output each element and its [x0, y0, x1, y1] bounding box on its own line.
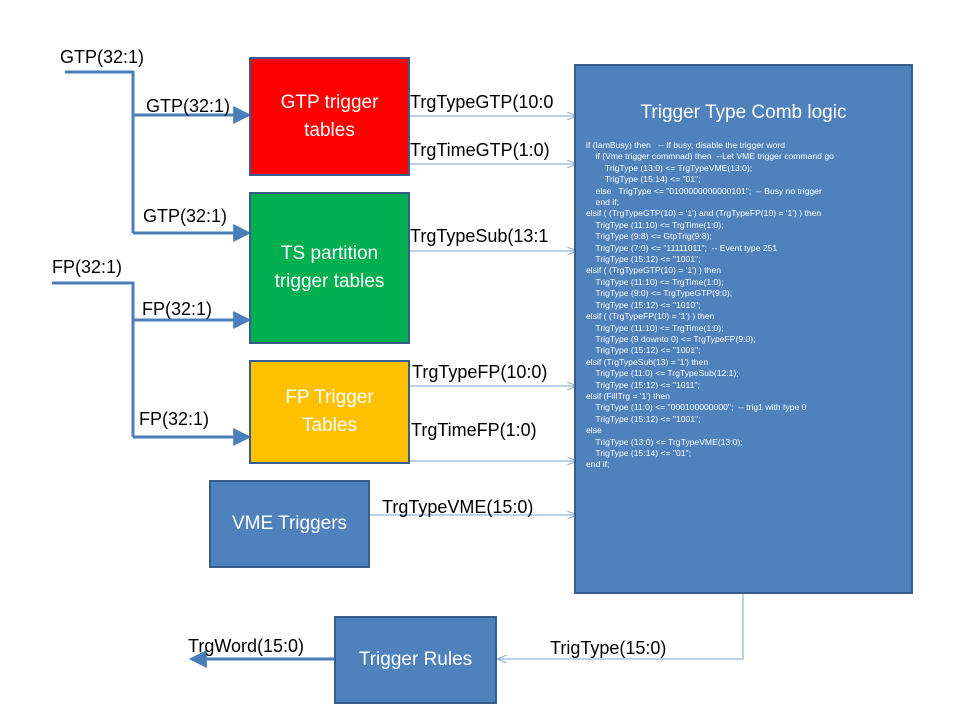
gtp-trigger-tables-block: GTP trigger tables — [249, 57, 410, 176]
code-line: elsif (TrgTypeSub(13) = '1') then — [586, 356, 709, 367]
code-line: end if; — [586, 197, 619, 208]
trg-time-fp-label: TrgTimeFP(1:0) — [411, 420, 537, 440]
code-line: else TrigType <= "0100000000000101"; -- … — [586, 185, 822, 196]
comb-logic-inputs — [370, 116, 576, 515]
comb-logic-title: Trigger Type Comb logic — [640, 102, 847, 123]
code-line: TrigType (15:14) <= "01"; — [586, 174, 701, 185]
gtp-input-label-2: GTP(32:1) — [143, 206, 228, 226]
gtp-input-bus — [65, 70, 252, 242]
gtp-input-label-top: GTP(32:1) — [60, 47, 145, 67]
code-line: TrigType (13:0) <= TrgTypeVME(13:0); — [586, 436, 743, 447]
code-line: if (Vme trigger commnad) then --Let VME … — [586, 151, 834, 162]
code-line: TrigType (9:8) <= GtpTrig(9:8); — [586, 231, 712, 242]
trg-word-output-label: TrgWord(15:0) — [188, 636, 305, 656]
code-line: TrigType (7:0) <= "11111011"; -- Event t… — [586, 242, 778, 253]
code-line: if (IamBusy) then -- If busy, disable th… — [586, 140, 786, 150]
trigger-type-comb-logic-block: Trigger Type Comb logic if (IamBusy) the… — [574, 64, 913, 594]
code-line: elsif ( (TrgTypeGTP(10) = '1') ) then — [586, 265, 722, 276]
code-line: TrigType (11:10) <= TrgTime(1:0); — [586, 322, 724, 333]
code-line: TrigType (9 downto 0) <= TrgTypeFP(9:0); — [586, 333, 756, 344]
code-line: elsif (FillTrg = '1') then — [586, 390, 670, 401]
vme-triggers-block: VME Triggers — [209, 480, 370, 568]
code-line: TrigType (9:0) <= TrgTypeGTP(9:0); — [586, 288, 733, 299]
code-line: TrigType (13:0) <= TrgTypeVME(13:0); — [586, 162, 753, 173]
fp-input-bus — [52, 281, 252, 446]
code-line: TrigType (11:0) <= TrgTypeSub(12:1); — [586, 368, 739, 379]
fp-input-label-top: FP(32:1) — [52, 257, 123, 277]
code-line: TrigType (15:12) <= "1010"; — [586, 299, 701, 310]
fp-trigger-tables-block: FP Trigger Tables — [249, 360, 410, 464]
code-line: TrigType (15:12) <= "1011"; — [586, 379, 700, 390]
code-line: elsif ( (TrgTypeFP(10) = '1') ) then — [586, 311, 715, 322]
code-line: TrigType (11:10) <= TrgTime(1:0); — [586, 276, 724, 287]
trig-type-output-label: TrigType(15:0) — [550, 638, 667, 658]
code-line: else — [586, 425, 602, 436]
code-line: elsif ( (TrgTypeGTP(10) = '1') and (TrgT… — [586, 208, 822, 219]
code-line: end if; — [586, 459, 610, 470]
comb-logic-code: if (IamBusy) then -- If busy, disable th… — [586, 140, 911, 471]
code-line: TrigType (15:12) <= "1001"; — [586, 413, 701, 424]
code-line: TrigType (15:12) <= "1001"; — [586, 254, 701, 265]
trg-time-gtp-label: TrgTimeGTP(1:0) — [410, 140, 550, 160]
fp-input-label-1: FP(32:1) — [142, 299, 213, 319]
trg-type-vme-label: TrgTypeVME(15:0) — [382, 497, 534, 517]
code-line: TrigType (15:14) <= "01"; — [586, 447, 691, 458]
comb-logic-output — [498, 594, 744, 659]
trg-type-gtp-label: TrgTypeGTP(10:0 — [410, 92, 554, 112]
ts-partition-trigger-tables-block: TS partition trigger tables — [249, 192, 410, 344]
trg-type-fp-label: TrgTypeFP(10:0) — [412, 362, 548, 382]
trg-type-sub-label: TrgTypeSub(13:1 — [410, 226, 549, 246]
fp-input-label-2: FP(32:1) — [139, 409, 210, 429]
code-line: TrigType (15:12) <= "1001"; — [586, 345, 701, 356]
trigger-rules-block: Trigger Rules — [334, 616, 497, 704]
gtp-input-label-1: GTP(32:1) — [146, 96, 231, 116]
code-line: TrigType (11:0) <= "000100000000"; -- tr… — [586, 402, 807, 413]
code-line: TrigType (11:10) <= TrgTime(1:0); — [586, 219, 724, 230]
